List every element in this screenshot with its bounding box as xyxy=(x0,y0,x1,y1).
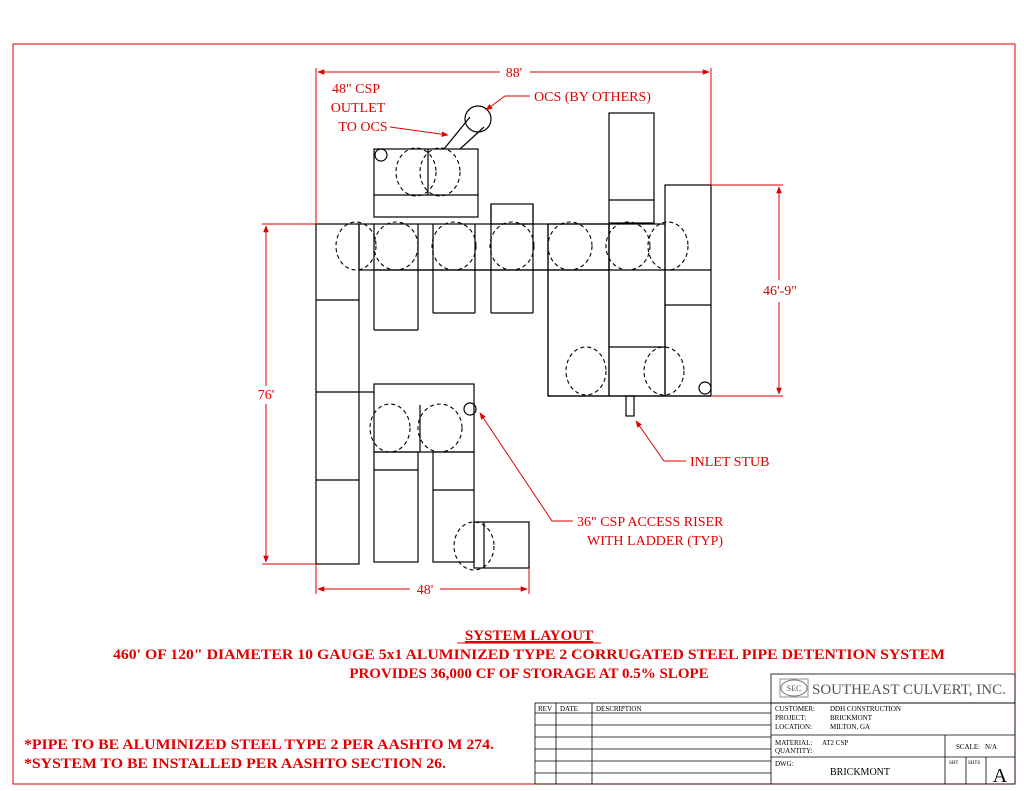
sheet-border xyxy=(12,43,1016,785)
system-description-line1: 460' OF 120" DIAMETER 10 GAUGE 5x1 ALUMI… xyxy=(113,647,945,663)
project-value: BRICKMONT xyxy=(830,714,873,722)
sheets-label: SHTS xyxy=(968,761,980,766)
note-2: *SYSTEM TO BE INSTALLED PER AASHTO SECTI… xyxy=(24,756,446,772)
riser-callout-line1: 36" CSP ACCESS RISER xyxy=(577,515,724,530)
material-label: MATERIAL: xyxy=(775,739,812,747)
location-label: LOCATION: xyxy=(775,723,812,731)
date-header: DATE xyxy=(560,705,578,713)
system-layout-title: SYSTEM LAYOUT xyxy=(465,628,593,644)
outlet-callout-line1: 48" CSP xyxy=(332,82,380,97)
customer-value: DDH CONSTRUCTION xyxy=(830,705,901,713)
system-description-line2: PROVIDES 36,000 CF OF STORAGE AT 0.5% SL… xyxy=(349,666,708,682)
dim-top-width: 88' xyxy=(506,66,523,81)
pipe-fittings xyxy=(335,147,689,571)
pipe-layout xyxy=(315,105,712,569)
location-value: MILTON, GA xyxy=(830,723,870,731)
dimension-lines xyxy=(262,68,783,594)
quantity-label: QUANTITY: xyxy=(775,747,813,755)
dim-left-height: 76' xyxy=(258,388,275,403)
inlet-stub-callout: INLET STUB xyxy=(690,455,769,470)
callout-leaders xyxy=(389,95,686,522)
scale-value: N/A xyxy=(985,743,997,751)
outlet-callout-line3: TO OCS xyxy=(338,120,387,135)
riser-callout-line2: WITH LADDER (TYP) xyxy=(587,534,723,549)
logo-mark: SEC xyxy=(787,684,802,693)
dwg-label: DWG: xyxy=(775,760,794,768)
dwg-value: BRICKMONT xyxy=(830,767,890,778)
project-label: PROJECT: xyxy=(775,714,806,722)
scale-label: SCALE: xyxy=(956,743,980,751)
company-name: SOUTHEAST CULVERT, INC. xyxy=(812,682,1006,698)
ocs-callout: OCS (BY OTHERS) xyxy=(534,90,651,105)
title-block xyxy=(534,673,1016,785)
customer-label: CUSTOMER: xyxy=(775,705,815,713)
dim-bottom-width: 48' xyxy=(417,583,434,598)
note-1: *PIPE TO BE ALUMINIZED STEEL TYPE 2 PER … xyxy=(24,737,494,753)
material-value: AT2 CSP xyxy=(822,739,848,747)
sheet-label: SHT xyxy=(949,761,958,766)
description-header: DESCRIPTION xyxy=(596,705,642,713)
dim-right-height: 46'-9" xyxy=(763,284,797,299)
company-logo: SEC xyxy=(779,678,809,698)
rev-header: REV xyxy=(538,705,552,713)
outlet-callout-line2: OUTLET xyxy=(331,101,386,116)
sheet-size: A xyxy=(993,765,1008,787)
